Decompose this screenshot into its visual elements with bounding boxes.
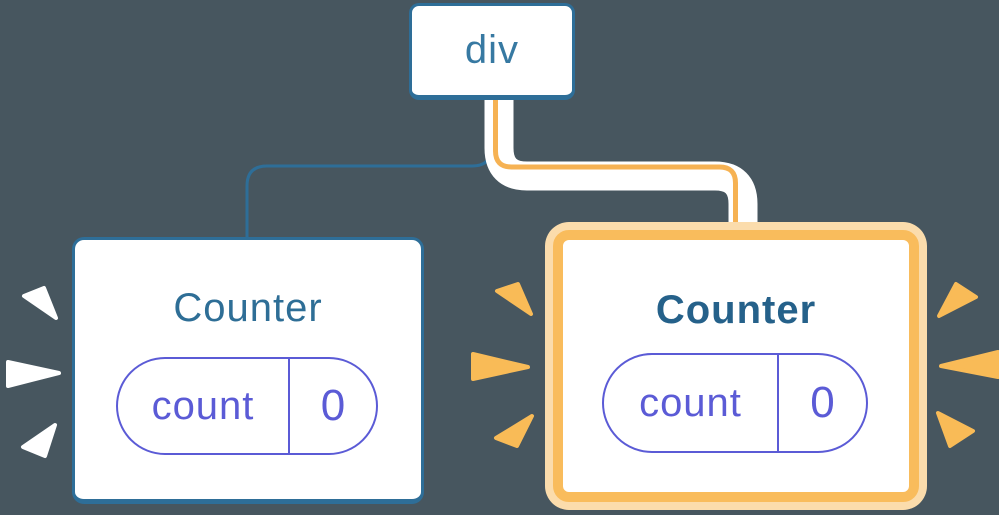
burst-rays-left-counter [6,286,61,458]
connector-right-highlight [493,99,738,226]
flash-ray-icon [937,282,978,318]
counter-title: Counter [655,288,817,332]
state-value: 0 [288,359,376,453]
flash-ray-icon [6,360,61,388]
connector-right-casing [484,99,758,226]
counter-node-left: Counter count 0 [72,237,424,504]
flash-ray-icon [471,352,530,381]
flash-ray-icon [494,414,534,448]
burst-rays-right-counter [471,282,999,448]
flash-ray-icon [22,286,58,320]
state-pill: count 0 [602,353,868,453]
counter-title: Counter [173,286,323,330]
flash-ray-icon [936,411,975,448]
state-pill: count 0 [116,357,378,455]
state-key: count [151,383,255,428]
flash-ray-icon [21,423,57,458]
root-node-div: div [409,3,575,100]
flash-ray-icon [495,282,533,316]
flash-ray-icon [939,350,999,379]
state-value: 0 [777,355,866,451]
counter-node-right-highlighted: Counter count 0 [553,230,919,502]
connector-left-edge [245,99,494,242]
root-node-label: div [464,28,520,72]
state-key: count [639,380,742,425]
